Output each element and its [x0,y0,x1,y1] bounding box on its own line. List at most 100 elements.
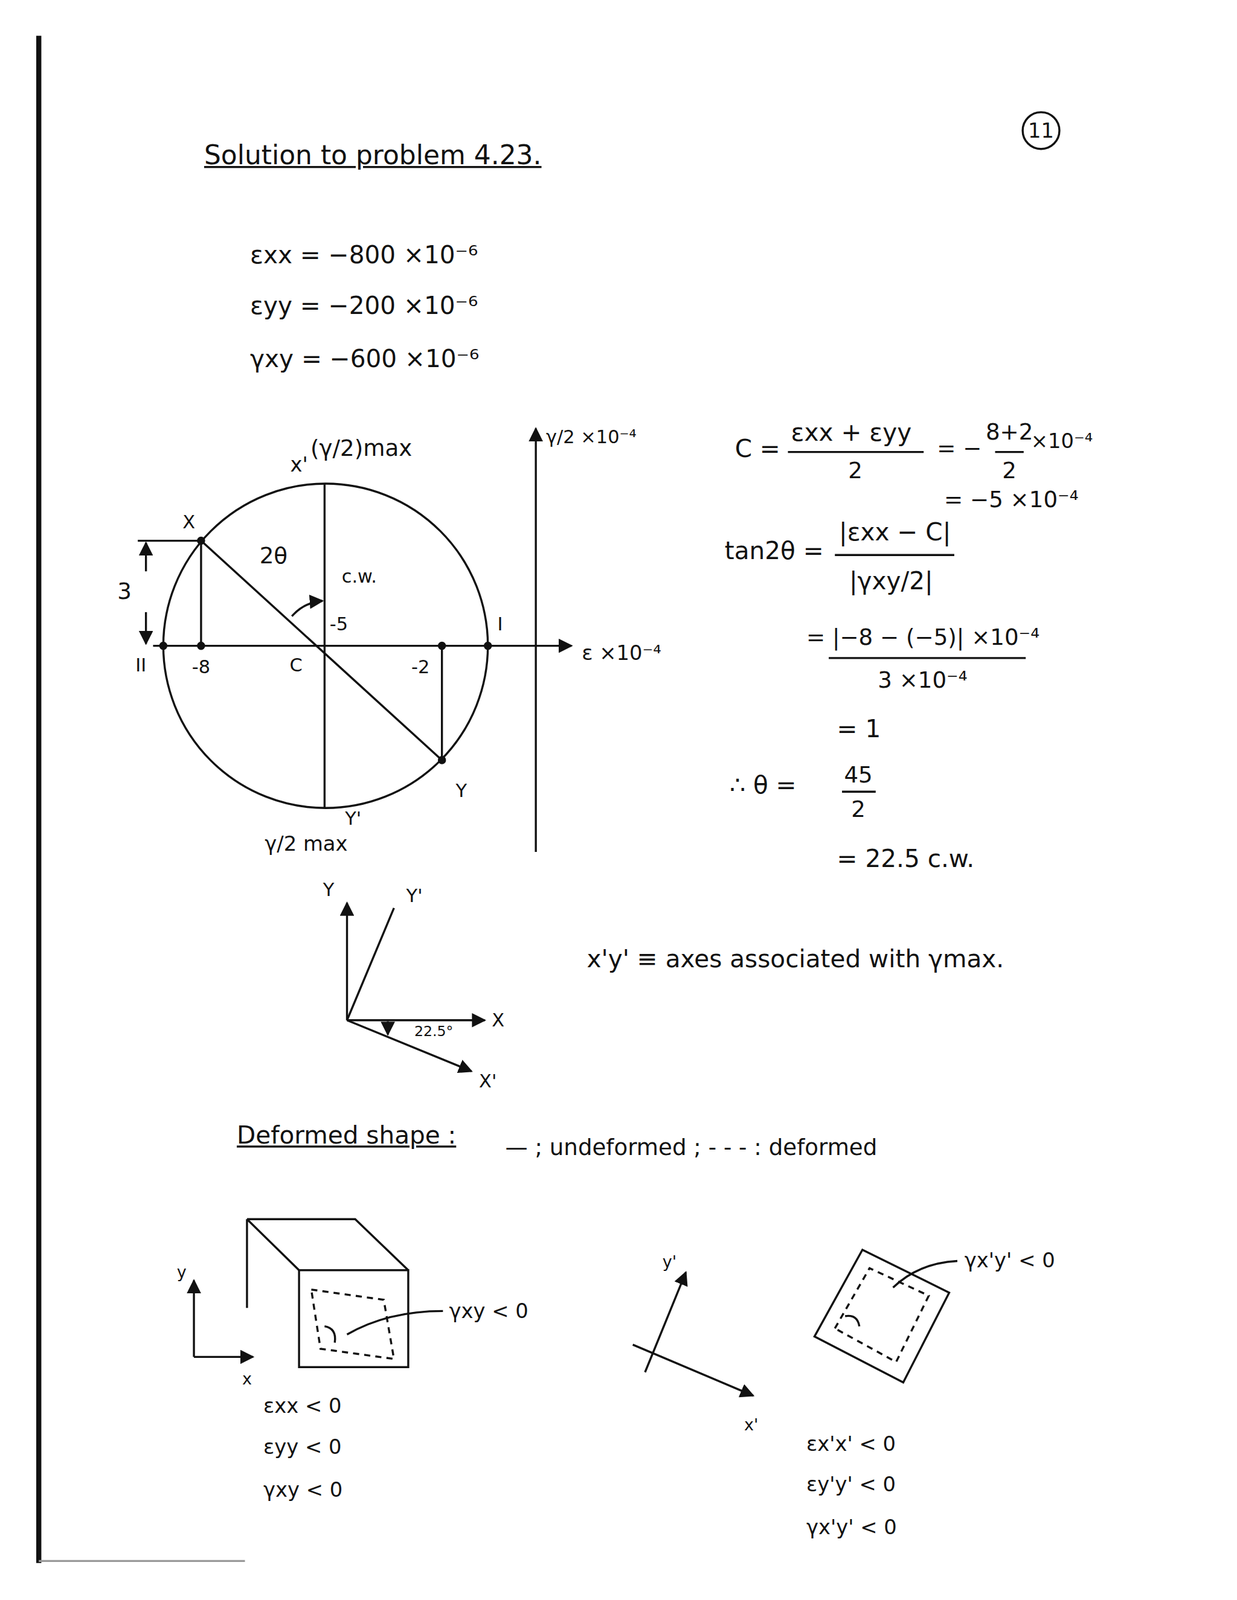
point-label: γ/2 max [264,832,348,856]
deformed-outline [311,1290,394,1360]
equation: 8+2 [985,420,1033,446]
equation: |εxx − C| [838,519,951,547]
point [439,643,446,650]
heading: Deformed shape : [236,1122,457,1150]
legend-note: — ; undeformed ; - - - : deformed [504,1136,878,1161]
angle-label: c.w. [341,566,377,587]
axis-name: x [242,1371,252,1390]
point-label: Y [455,780,467,801]
axis [346,902,348,1021]
axis [632,1345,754,1396]
equation: = − [936,436,982,462]
axis [192,1281,195,1358]
title: Solution to problem 4.23. [204,140,542,170]
given-value: εxx = −800 ×10⁻⁶ [250,241,478,269]
fraction-bar [788,451,925,454]
axis-name: X [491,1010,505,1031]
dimension-arrow [144,542,147,572]
dimension: 3 [117,579,132,605]
element-faces [247,1219,409,1309]
sign-note: εy'y' < 0 [806,1473,896,1497]
angle-label: 2θ [259,543,288,569]
equation: = 1 [837,716,882,744]
angle-mark [845,1316,860,1327]
fraction-bar [995,451,1024,454]
axis [347,1019,486,1022]
equation: ×10⁻⁴ [1031,429,1094,452]
leader-line [893,1261,958,1289]
axis-label: ε ×10⁻⁴ [581,642,662,665]
point-label: I [497,614,503,635]
equation: εxx + εyy [791,419,913,447]
equation: |γxy/2| [849,568,934,596]
point-label: Y' [344,808,362,829]
axis [347,908,395,1021]
fraction-bar [834,554,955,557]
axis-name: y' [662,1253,677,1272]
sign-note: γxy < 0 [263,1478,343,1501]
axis-name: y [176,1263,187,1282]
axis [645,1272,687,1373]
strain-axis [152,645,572,647]
y-ordinate [440,646,443,761]
angle-mark [324,1326,335,1344]
equation: 45 [843,763,873,789]
equation: 2 [1002,459,1017,484]
point-label: (γ/2)max [310,436,412,462]
axis-name: Y' [406,886,423,907]
equation: tan2θ = [724,537,824,565]
page-number: 11 [1028,119,1054,142]
equation: 2 [851,797,866,823]
axis-name: X' [478,1071,497,1092]
vertical-diameter [323,483,326,809]
point-label: X [182,512,196,533]
axis-value: -2 [411,657,430,678]
deformed-outline [834,1268,929,1363]
axis-name: x' [744,1416,759,1436]
dimension-arrow [144,612,147,644]
axis [347,1020,472,1072]
rotated-element [814,1250,949,1384]
callout: γx'y' < 0 [964,1249,1056,1272]
note: x'y' ≡ axes associated with γmax. [587,945,1005,974]
leader-line [347,1311,444,1335]
point [198,538,205,545]
point-label: x' [289,453,308,476]
axis-value: -5 [329,614,348,635]
equation: = −5 ×10⁻⁴ [944,488,1079,513]
fraction-bar [828,657,1026,659]
sign-note: εxx < 0 [263,1395,342,1418]
given-value: εyy = −200 ×10⁻⁶ [250,292,478,321]
equation: ∴ θ = [729,772,797,800]
sign-note: γx'y' < 0 [806,1516,897,1540]
equation: = 22.5 c.w. [837,845,975,873]
equation: C = [735,435,781,463]
page-number-circle [1022,112,1060,150]
point-label: II [135,655,147,676]
element-front [298,1270,409,1369]
axis-value: -8 [192,657,211,678]
axis [193,1356,254,1359]
equation: 2 [848,459,863,484]
point [198,643,205,650]
dimension-extension [137,539,202,542]
callout: γxy < 0 [448,1300,528,1323]
sign-note: εx'x' < 0 [806,1432,896,1456]
equation: 3 ×10⁻⁴ [877,668,968,694]
angle-label: 22.5° [414,1023,454,1040]
axis-name: Y [323,880,335,900]
point [485,643,492,650]
center-label: C [289,655,303,676]
point [160,643,167,650]
page-border [38,1560,245,1563]
page-border [36,35,42,1564]
rotation-arc [291,600,323,617]
equation: = |−8 − (−5)| ×10⁻⁴ [806,625,1040,651]
diameter-xy [201,541,443,761]
angle-mark [386,1021,389,1035]
fraction-bar [841,791,876,794]
shear-axis [534,428,537,853]
point [439,757,446,764]
